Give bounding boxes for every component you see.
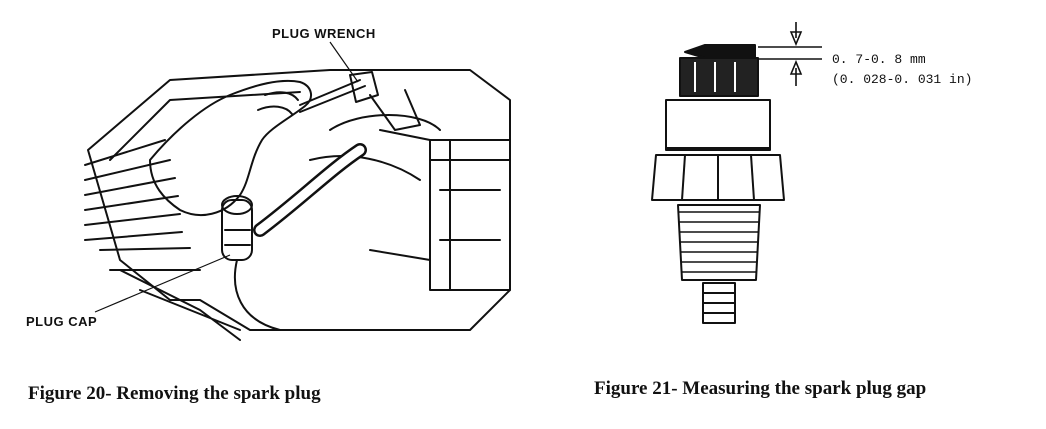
figure-20: PLUG WRENCH PLUG CAP Figure 20- Removing… [0, 0, 520, 429]
plug-wrench-label: PLUG WRENCH [272, 26, 376, 41]
plug-cap-label: PLUG CAP [26, 314, 98, 329]
gap-inch-spec: (0. 028-0. 031 in) [832, 72, 973, 87]
figure-20-caption: Figure 20- Removing the spark plug [28, 383, 321, 404]
gap-mm-spec: 0. 7-0. 8 mm [832, 52, 926, 67]
figure-21: 0. 7-0. 8 mm (0. 028-0. 031 in) Figure 2… [560, 0, 1046, 429]
spark-plug-illustration [651, 22, 822, 324]
figure-21-caption: Figure 21- Measuring the spark plug gap [594, 378, 927, 399]
engine-illustration [84, 41, 511, 341]
